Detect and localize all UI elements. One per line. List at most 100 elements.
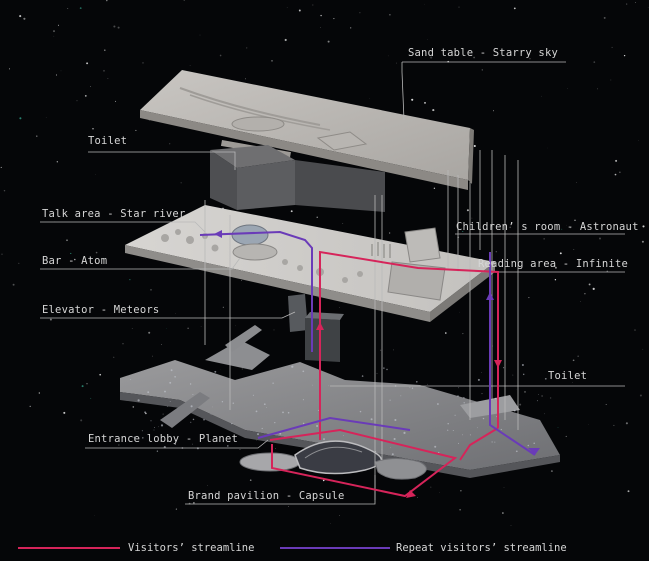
floor-speckle <box>494 397 497 400</box>
star <box>0 166 2 168</box>
floor-speckle <box>302 370 305 373</box>
star <box>597 88 598 90</box>
star <box>162 212 164 214</box>
floor-speckle <box>232 402 234 404</box>
floor-speckle <box>206 435 208 437</box>
star <box>132 406 135 408</box>
star <box>18 262 20 264</box>
star <box>599 237 601 240</box>
star <box>287 506 289 507</box>
star <box>166 327 167 329</box>
star <box>86 382 88 385</box>
floor-speckle <box>210 414 212 415</box>
star <box>466 209 469 212</box>
floor-speckle <box>316 424 319 428</box>
star <box>9 68 10 70</box>
floor-speckle <box>156 450 159 452</box>
star <box>570 227 571 229</box>
second-floor-slab <box>125 205 495 322</box>
floor-speckle <box>287 411 290 414</box>
star <box>623 54 626 57</box>
star <box>148 331 151 334</box>
star <box>241 368 243 370</box>
star <box>574 219 576 221</box>
star <box>104 49 106 51</box>
floor-speckle <box>533 442 535 444</box>
floor-speckle <box>393 437 396 441</box>
star <box>38 392 40 394</box>
star <box>528 297 530 299</box>
star <box>70 252 72 254</box>
star <box>193 502 195 504</box>
star <box>543 238 545 240</box>
floor-speckle <box>327 385 329 387</box>
star <box>396 62 397 64</box>
star <box>492 110 495 112</box>
floor-speckle <box>457 395 459 397</box>
star <box>312 4 314 6</box>
star <box>169 143 171 145</box>
star <box>619 171 621 173</box>
star <box>512 374 514 376</box>
star <box>92 128 94 130</box>
leader-lines <box>40 61 625 505</box>
floor-speckle <box>463 397 465 399</box>
star <box>541 395 543 397</box>
brand-pavilion-capsule <box>239 440 427 480</box>
star <box>339 307 340 308</box>
floor-speckle <box>452 429 454 432</box>
floor-speckle <box>274 448 276 449</box>
floor-speckle <box>255 410 258 413</box>
floor-speckle <box>192 418 195 421</box>
star <box>557 427 559 428</box>
star <box>462 333 464 335</box>
floor-speckle <box>142 437 144 439</box>
star <box>122 343 124 345</box>
star <box>95 174 96 175</box>
star <box>142 62 144 64</box>
star <box>561 228 563 230</box>
star <box>199 34 201 36</box>
floor-speckle <box>266 407 267 408</box>
star <box>320 14 322 17</box>
star <box>90 86 91 87</box>
star <box>49 318 52 321</box>
star <box>53 35 55 37</box>
floor-speckle <box>169 400 171 402</box>
star <box>162 413 164 415</box>
floor-speckle <box>389 399 391 401</box>
floor-speckle <box>279 432 282 435</box>
star <box>550 470 553 473</box>
star <box>241 280 243 281</box>
floor-speckle <box>458 387 460 389</box>
star <box>74 258 76 261</box>
star <box>249 479 252 482</box>
star <box>538 264 540 266</box>
star <box>131 328 133 330</box>
floor-speckle <box>190 421 192 423</box>
floor-speckle <box>536 400 538 402</box>
label-talk-area: Talk area - Star river <box>42 208 186 220</box>
floor-speckle <box>500 428 502 431</box>
star <box>379 349 382 351</box>
floor-speckle <box>154 426 155 428</box>
floor-speckle <box>457 442 460 444</box>
floor-speckle <box>391 453 394 456</box>
star <box>222 306 224 308</box>
floor-speckle <box>221 401 224 403</box>
star <box>638 140 639 141</box>
star <box>113 25 116 28</box>
star <box>430 56 433 59</box>
star <box>513 7 516 10</box>
star <box>565 435 567 437</box>
floor-speckle <box>543 413 545 415</box>
star <box>639 394 642 397</box>
floor-speckle <box>394 418 397 422</box>
star <box>103 69 105 72</box>
floor-speckle <box>170 369 173 372</box>
floor-speckle <box>257 433 259 436</box>
floor-speckle <box>383 367 385 369</box>
floor-speckle <box>160 424 164 427</box>
floor-speckle <box>343 435 344 436</box>
